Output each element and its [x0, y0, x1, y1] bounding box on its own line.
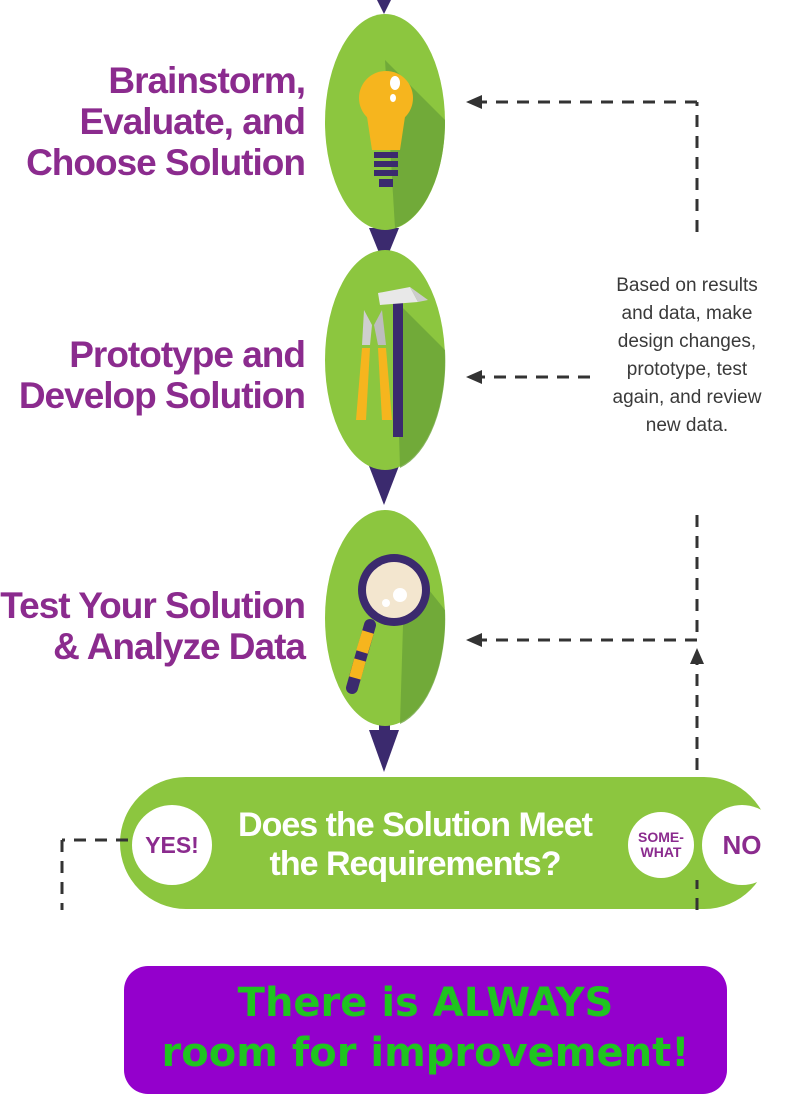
magnifier-icon — [346, 554, 430, 694]
decision-question: Does the Solution Meet the Requirements? — [220, 806, 610, 884]
feedback-line-3: design changes, — [617, 331, 757, 352]
step-1-line-1: Brainstorm, — [108, 60, 306, 101]
somewhat-badge: SOME- WHAT — [628, 812, 694, 878]
tools-icon — [356, 287, 428, 437]
feedback-arrowhead-up — [690, 648, 704, 664]
feedback-line-1: Based on results — [616, 275, 758, 296]
step-3-line-1: Test Your Solution — [0, 585, 306, 626]
feedback-arrowhead-3 — [466, 633, 482, 647]
yes-badge: YES! — [132, 805, 212, 885]
step-1-line-2: Evaluate, and — [79, 101, 306, 142]
step-1-line-3: Choose Solution — [26, 142, 306, 183]
flow-arrow-top — [377, 0, 391, 14]
banner-line-2: room for improvement! — [161, 1030, 690, 1076]
step-3-line-2: & Analyze Data — [53, 626, 306, 667]
lightbulb-icon — [359, 71, 413, 187]
improvement-banner: There is ALWAYS room for improvement! — [124, 966, 727, 1094]
feedback-loop — [60, 100, 699, 910]
feedback-line-6: new data. — [645, 415, 729, 436]
decision-line-1: Does the Solution Meet — [238, 806, 593, 844]
decision-pill — [120, 777, 770, 909]
step-label-2: Prototype and Develop Solution — [18, 334, 306, 416]
feedback-line-5: again, and review — [612, 387, 762, 408]
step-2-line-2: Develop Solution — [18, 375, 306, 416]
step-2-line-1: Prototype and — [69, 334, 306, 375]
feedback-arrowhead-2 — [466, 370, 482, 384]
somewhat-line-2: WHAT — [640, 844, 682, 860]
feedback-arrowhead-1 — [466, 95, 482, 109]
somewhat-line-1: SOME- — [638, 829, 684, 845]
step-label-1: Brainstorm, Evaluate, and Choose Solutio… — [26, 60, 306, 183]
step-label-3: Test Your Solution & Analyze Data — [0, 585, 306, 667]
feedback-line-4: prototype, test — [626, 359, 748, 380]
no-badge: NO — [702, 805, 782, 885]
feedback-line-2: and data, make — [621, 303, 753, 324]
feedback-note: Based on results and data, make design c… — [598, 272, 776, 440]
banner-line-1: There is ALWAYS — [237, 980, 614, 1026]
decision-line-2: the Requirements? — [269, 845, 562, 883]
